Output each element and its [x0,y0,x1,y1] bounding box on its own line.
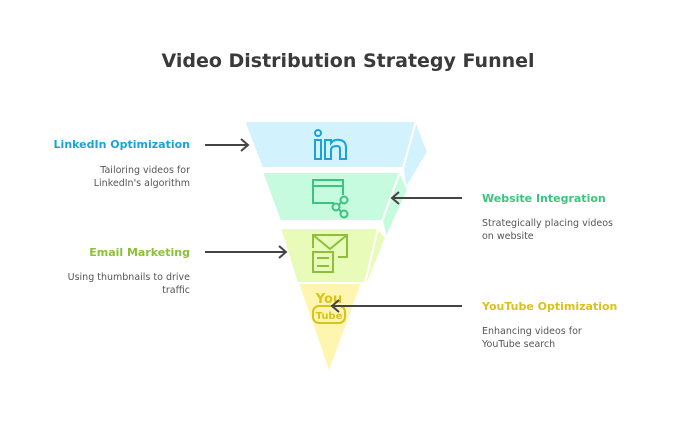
stage-label-email: Email Marketing [89,246,190,259]
linkedin-icon [314,129,347,160]
arrow-youtube [330,299,462,313]
stage-label-website: Website Integration [482,192,606,205]
stage-description-youtube: Enhancing videos for YouTube search [482,326,582,350]
funnel-layer-email [278,225,388,285]
stage-label-linkedin: LinkedIn Optimization [53,138,190,151]
arrow-linkedin [205,138,250,152]
funnel-layer-youtube: You Tube [296,282,364,376]
stage-description-website: Strategically placing videos on website [482,218,614,242]
arrow-website [390,191,462,205]
funnel-layer-linkedin [242,117,430,194]
stage-description-linkedin: Tailoring videos for LinkedIn's algorith… [93,165,190,189]
diagram-title: Video Distribution Strategy Funnel [161,50,535,72]
stage-description-email: Using thumbnails to drive traffic [67,272,190,296]
stage-label-youtube: YouTube Optimization [482,300,618,313]
browser-share-icon [312,179,349,219]
arrow-email [205,245,288,259]
email-settings-icon [312,234,348,273]
svg-text:Tube: Tube [316,311,343,322]
funnel-layer-website [260,169,410,242]
